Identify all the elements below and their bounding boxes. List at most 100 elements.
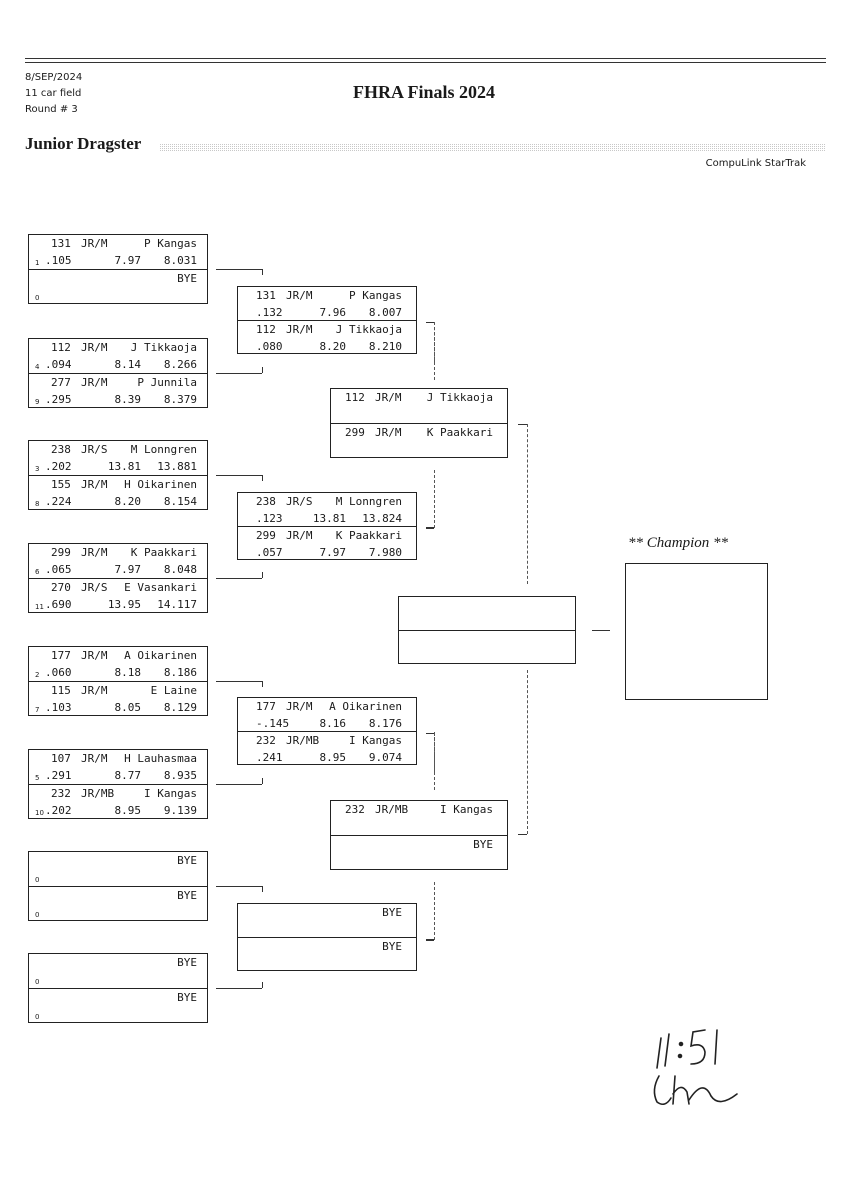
car-class: JR/M	[81, 478, 108, 491]
driver-name: BYE	[177, 956, 197, 969]
connector-line	[518, 834, 527, 835]
match-divider	[29, 475, 207, 476]
dial-in: 8.031	[163, 254, 197, 267]
driver-name: BYE	[473, 838, 493, 851]
connector-line	[426, 939, 434, 940]
dial-in: 14.117	[157, 598, 197, 611]
driver-name: J Tikkaoja	[426, 391, 493, 404]
connector-line	[426, 322, 434, 323]
dial-in: 8.935	[163, 769, 197, 782]
connector-tick	[262, 475, 263, 481]
car-number: 277	[51, 376, 71, 389]
dial-in: 13.824	[362, 512, 402, 525]
match-divider	[331, 835, 507, 836]
driver-name: A Oikarinen	[124, 649, 197, 662]
brand-label: CompuLink StarTrak	[705, 158, 806, 169]
driver-name: BYE	[177, 991, 197, 1004]
racer-line-1: 177 JR/M A Oikarinen	[29, 648, 207, 664]
reaction-time: .123	[256, 512, 283, 525]
car-class: JR/M	[81, 649, 108, 662]
dial-in: 8.154	[163, 495, 197, 508]
match-divider	[331, 423, 507, 424]
handwritten-signature	[653, 1029, 738, 1106]
elapsed-time: 7.97	[114, 254, 142, 267]
racer-line-2: 0	[29, 1007, 207, 1023]
racer-line-1: BYE	[29, 888, 207, 904]
lane-number: 2	[35, 671, 40, 679]
dial-in: 8.186	[163, 666, 197, 679]
connector-dash	[527, 424, 528, 584]
connector-dash	[434, 732, 435, 790]
car-number: 177	[51, 649, 71, 662]
car-class: JR/M	[81, 546, 108, 559]
car-class: JR/M	[81, 341, 108, 354]
racer-slot: BYE	[238, 904, 416, 938]
lane-number: 0	[35, 911, 40, 919]
car-number: 232	[51, 787, 71, 800]
event-round: Round # 3	[25, 104, 78, 115]
car-class: JR/M	[81, 237, 108, 250]
elapsed-time: 7.96	[319, 306, 347, 319]
car-number: 155	[51, 478, 71, 491]
reaction-time: .295	[45, 393, 72, 406]
racer-line-1: BYE	[331, 837, 507, 853]
elapsed-time: 13.95	[107, 598, 141, 611]
car-class: JR/MB	[81, 787, 115, 800]
lane-number: 11	[35, 603, 44, 611]
driver-name: K Paakkari	[426, 426, 493, 439]
racer-line-2	[399, 615, 575, 631]
driver-name: J Tikkaoja	[130, 341, 197, 354]
elapsed-time: 8.05	[114, 701, 142, 714]
lane-number: 4	[35, 363, 40, 371]
reaction-time: .241	[256, 751, 283, 764]
driver-name: P Kangas	[144, 237, 197, 250]
top-rule-1	[25, 58, 826, 59]
car-class: JR/S	[81, 581, 108, 594]
driver-name: K Paakkari	[130, 546, 197, 559]
connector-dash	[434, 322, 435, 380]
event-date: 8/SEP/2024	[25, 72, 83, 83]
reaction-time: .291	[45, 769, 72, 782]
racer-slot	[399, 631, 575, 665]
connector-tick	[262, 572, 263, 578]
driver-name: I Kangas	[144, 787, 197, 800]
car-number: 112	[256, 323, 276, 336]
dial-in: 7.980	[368, 546, 402, 559]
match-divider	[29, 988, 207, 989]
car-number: 112	[345, 391, 365, 404]
racer-slot	[399, 597, 575, 631]
